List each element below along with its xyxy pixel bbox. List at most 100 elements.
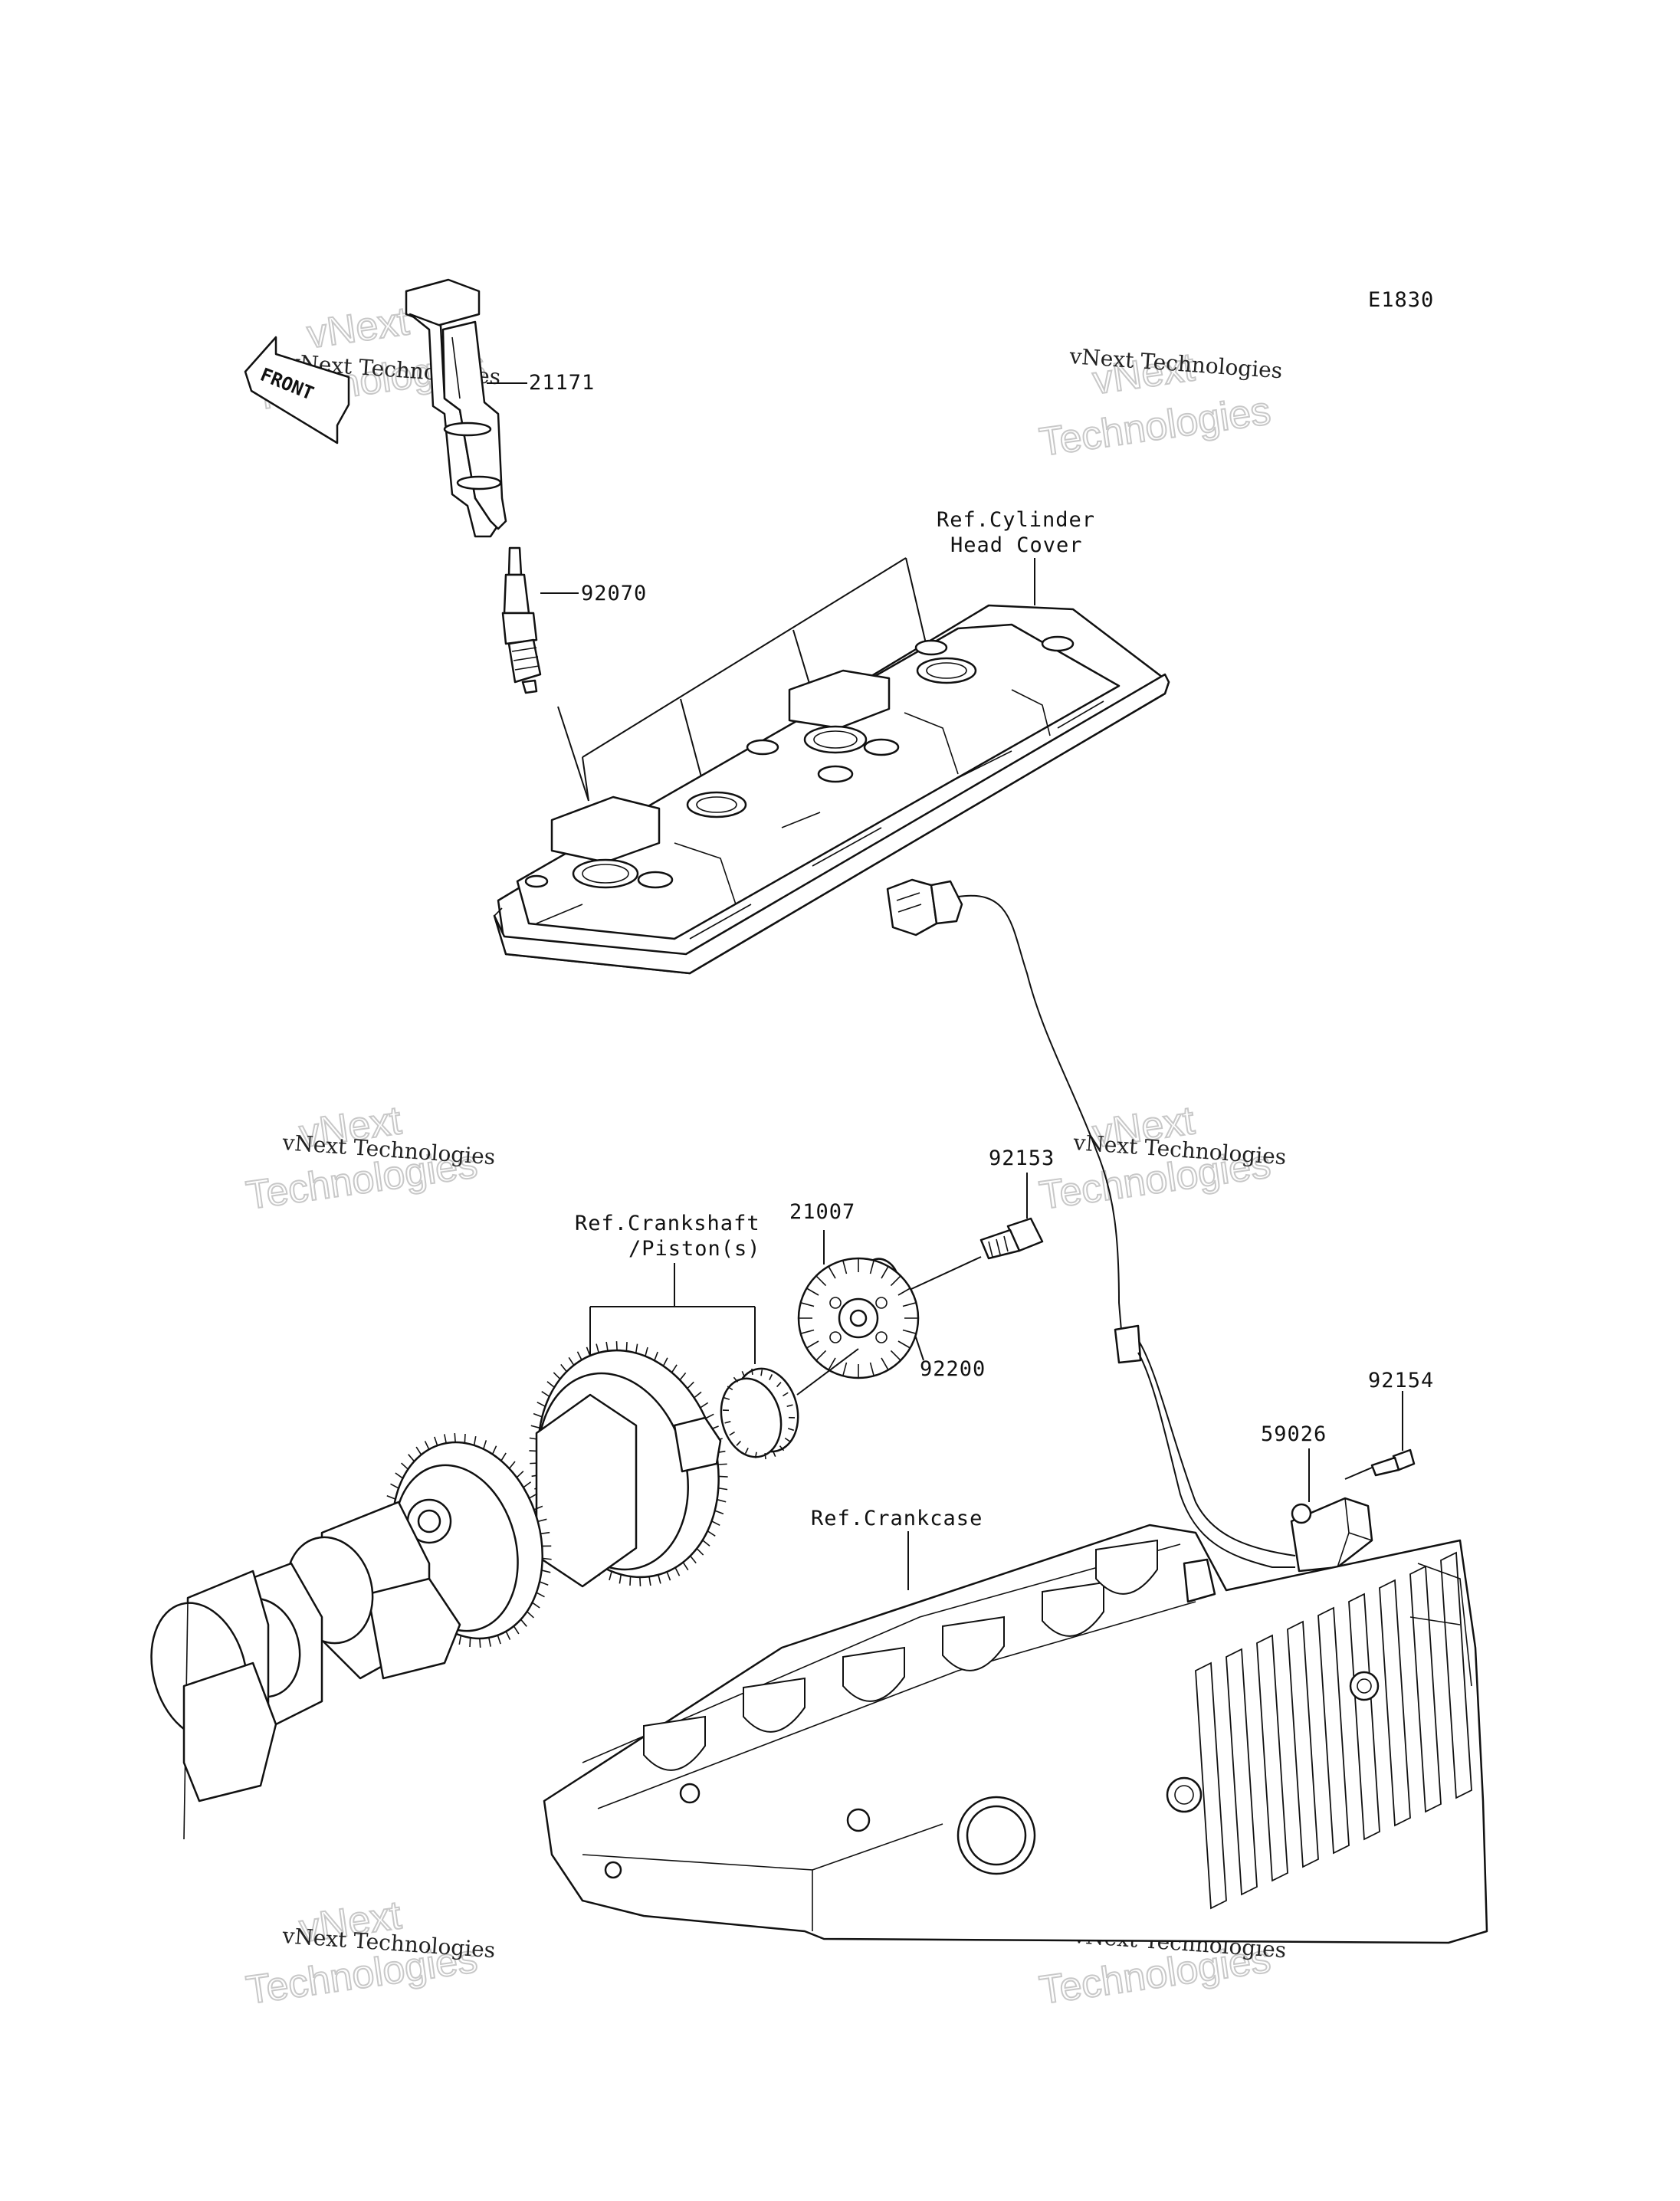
bolt-92153[interactable] bbox=[981, 1219, 1042, 1258]
gear-tooth bbox=[752, 1369, 753, 1375]
gear-tooth bbox=[537, 1402, 546, 1406]
gear-tooth bbox=[454, 1433, 455, 1442]
gear-tooth bbox=[531, 1425, 540, 1428]
gear-tooth bbox=[765, 1453, 766, 1459]
gear-tooth bbox=[425, 1441, 429, 1449]
watermark-vnext: vNext bbox=[304, 299, 412, 357]
gear-tooth bbox=[506, 1632, 510, 1640]
part-number-59026[interactable]: 59026 bbox=[1261, 1422, 1327, 1446]
gear-tooth bbox=[459, 1635, 461, 1645]
gear-tooth bbox=[561, 1364, 567, 1371]
diagram-code: E1830 bbox=[1368, 288, 1434, 312]
gear-tooth bbox=[655, 1352, 658, 1360]
gear-tooth bbox=[493, 1446, 497, 1455]
gear-tooth bbox=[501, 1453, 506, 1461]
gear-tooth bbox=[569, 1357, 574, 1365]
gear-tooth bbox=[672, 1365, 678, 1373]
gear-tooth bbox=[675, 1568, 679, 1576]
gear-tooth bbox=[626, 1342, 627, 1351]
gear-tooth bbox=[497, 1635, 500, 1644]
gear-tooth bbox=[402, 1463, 409, 1469]
ignition-coil[interactable] bbox=[406, 280, 506, 536]
gear-tooth bbox=[718, 1464, 727, 1465]
gear-tooth bbox=[718, 1488, 727, 1490]
ref-crankshaft-line2: /Piston(s) bbox=[628, 1237, 761, 1261]
spark-plug[interactable] bbox=[503, 548, 540, 693]
part-number-92070[interactable]: 92070 bbox=[581, 582, 647, 605]
gear-tooth bbox=[707, 1531, 715, 1537]
gear-tooth bbox=[667, 1572, 670, 1580]
gear-tooth bbox=[649, 1576, 651, 1586]
gear-tooth bbox=[480, 1638, 481, 1648]
gear-tooth bbox=[658, 1575, 661, 1584]
gear-tooth bbox=[609, 1571, 612, 1580]
crank-drive-gear bbox=[713, 1362, 807, 1465]
gear-tooth bbox=[691, 1556, 697, 1563]
crank-sensor-assembly[interactable] bbox=[888, 880, 1372, 1571]
timing-rotor-21007[interactable] bbox=[799, 1258, 918, 1378]
gear-tooth bbox=[703, 1540, 710, 1547]
gear-tooth bbox=[532, 1602, 540, 1608]
gear-tooth bbox=[527, 1612, 534, 1618]
gear-tooth bbox=[409, 1455, 415, 1461]
leader-92154-axis bbox=[1345, 1468, 1372, 1479]
gear-tooth bbox=[694, 1392, 701, 1398]
gear-tooth bbox=[606, 1342, 608, 1351]
gear-tooth bbox=[619, 1574, 621, 1583]
gear-tooth bbox=[712, 1521, 720, 1525]
gear-tooth bbox=[536, 1593, 545, 1597]
ref-crankcase: Ref.Crankcase bbox=[811, 1507, 983, 1530]
ref-cylinder-head-cover-line1: Ref.Cylinder bbox=[937, 508, 1095, 532]
gear-tooth bbox=[636, 1344, 638, 1353]
watermark-technologies: Technologies bbox=[1037, 389, 1274, 465]
part-number-21171[interactable]: 21171 bbox=[529, 371, 595, 395]
cylinder-head-cover bbox=[494, 605, 1169, 973]
gear-tooth bbox=[683, 1563, 688, 1570]
ref-cylinder-head-cover-line2: Head Cover bbox=[950, 533, 1083, 557]
gear-tooth bbox=[542, 1570, 551, 1573]
gear-tooth bbox=[390, 1484, 399, 1488]
gear-tooth bbox=[435, 1437, 438, 1445]
gear-tooth bbox=[630, 1576, 631, 1586]
gear-tooth bbox=[697, 1549, 703, 1555]
gear-tooth bbox=[616, 1341, 617, 1350]
gear-tooth bbox=[540, 1582, 548, 1585]
gear-tooth bbox=[517, 1471, 523, 1478]
bolt-92154[interactable] bbox=[1372, 1450, 1414, 1475]
gear-tooth bbox=[547, 1382, 554, 1388]
gear-tooth bbox=[464, 1434, 465, 1443]
gear-tooth bbox=[645, 1347, 648, 1356]
gear-tooth bbox=[533, 1414, 542, 1417]
gear-tooth bbox=[474, 1436, 476, 1445]
gear-tooth bbox=[596, 1344, 599, 1353]
gear-tooth bbox=[470, 1638, 471, 1647]
gear-tooth bbox=[509, 1461, 515, 1468]
gear-tooth bbox=[715, 1511, 724, 1514]
gear-tooth bbox=[484, 1440, 487, 1448]
gear-tooth bbox=[687, 1382, 694, 1388]
gear-tooth bbox=[640, 1577, 641, 1586]
gear-tooth bbox=[719, 1476, 728, 1477]
part-number-21007[interactable]: 21007 bbox=[789, 1200, 855, 1224]
gear-tooth bbox=[514, 1626, 519, 1634]
gear-tooth bbox=[489, 1638, 491, 1647]
part-number-92154[interactable]: 92154 bbox=[1368, 1369, 1434, 1392]
part-number-92153[interactable]: 92153 bbox=[989, 1146, 1055, 1170]
gear-tooth bbox=[523, 1482, 531, 1488]
gear-tooth bbox=[416, 1447, 422, 1455]
part-number-92200[interactable]: 92200 bbox=[920, 1357, 986, 1381]
gear-tooth bbox=[445, 1434, 446, 1443]
gear-tooth bbox=[717, 1500, 727, 1502]
gear-tooth bbox=[706, 1414, 714, 1418]
gear-tooth bbox=[521, 1619, 527, 1626]
ref-crankshaft-line1: Ref.Crankshaft bbox=[575, 1212, 760, 1235]
gear-tooth bbox=[387, 1496, 395, 1499]
crankcase bbox=[544, 1525, 1487, 1943]
gear-tooth bbox=[553, 1373, 559, 1379]
gear-tooth bbox=[680, 1373, 686, 1379]
gear-tooth bbox=[577, 1352, 581, 1360]
gear-tooth bbox=[542, 1392, 550, 1397]
gear-tooth bbox=[701, 1402, 708, 1408]
